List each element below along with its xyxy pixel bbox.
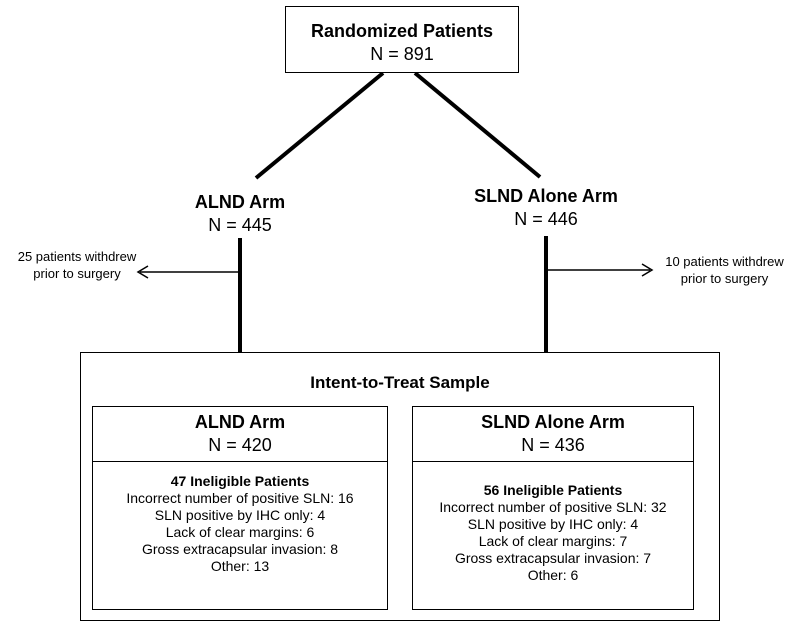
list-item: Other: 6 <box>527 567 579 583</box>
slnd-ineligible-list: 56 Ineligible Patients Incorrect number … <box>413 462 693 584</box>
list-item: SLN positive by IHC only: 4 <box>467 516 639 532</box>
withdrew-note-left: 25 patients withdrew prior to surgery <box>2 248 152 282</box>
slnd-itt-count: N = 436 <box>521 435 585 455</box>
withdrew-left-line2: prior to surgery <box>33 266 121 281</box>
arrow-right-head <box>641 263 654 277</box>
withdrew-right-line1: 10 patients withdrew <box>665 254 784 269</box>
connector-randomized-to-slnd <box>413 71 542 179</box>
list-item: Gross extracapsular invasion: 7 <box>454 550 652 566</box>
alnd-itt-box: ALND Arm N = 420 47 Ineligible Patients … <box>92 406 388 610</box>
list-item: Incorrect number of positive SLN: 16 <box>126 490 354 506</box>
slnd-ineligible-title: 56 Ineligible Patients <box>483 482 623 498</box>
list-item: Other: 13 <box>210 558 270 574</box>
withdrew-right-line2: prior to surgery <box>680 271 769 286</box>
withdrew-left-line1: 25 patients withdrew <box>17 249 137 264</box>
arrow-left-head <box>136 265 149 279</box>
slnd-arm-title: SLND Alone Arm <box>474 186 618 206</box>
alnd-ineligible-title: 47 Ineligible Patients <box>170 473 310 489</box>
alnd-itt-count: N = 420 <box>208 435 272 455</box>
list-item: Lack of clear margins: 7 <box>478 533 628 549</box>
alnd-itt-title: ALND Arm <box>194 412 286 432</box>
slnd-arm-node: SLND Alone Arm N = 446 <box>446 186 646 230</box>
slnd-arm-count: N = 446 <box>514 209 578 229</box>
alnd-arm-node: ALND Arm N = 445 <box>160 192 320 236</box>
list-item: SLN positive by IHC only: 4 <box>154 507 326 523</box>
randomized-title: Randomized Patients <box>310 21 494 41</box>
withdrew-note-right: 10 patients withdrew prior to surgery <box>652 253 797 287</box>
alnd-arm-title: ALND Arm <box>194 192 286 212</box>
randomized-box: Randomized Patients N = 891 <box>285 6 519 73</box>
alnd-itt-header: ALND Arm N = 420 <box>93 407 387 462</box>
slnd-itt-header: SLND Alone Arm N = 436 <box>413 407 693 462</box>
randomized-count: N = 891 <box>370 44 434 64</box>
intent-to-treat-title: Intent-to-Treat Sample <box>310 373 490 392</box>
alnd-ineligible-list: 47 Ineligible Patients Incorrect number … <box>93 462 387 575</box>
slnd-itt-box: SLND Alone Arm N = 436 56 Ineligible Pat… <box>412 406 694 610</box>
alnd-arm-count: N = 445 <box>208 215 272 235</box>
slnd-itt-title: SLND Alone Arm <box>481 412 625 432</box>
list-item: Lack of clear margins: 6 <box>165 524 315 540</box>
list-item: Gross extracapsular invasion: 8 <box>141 541 339 557</box>
connector-randomized-to-alnd <box>254 71 385 180</box>
list-item: Incorrect number of positive SLN: 32 <box>439 499 667 515</box>
